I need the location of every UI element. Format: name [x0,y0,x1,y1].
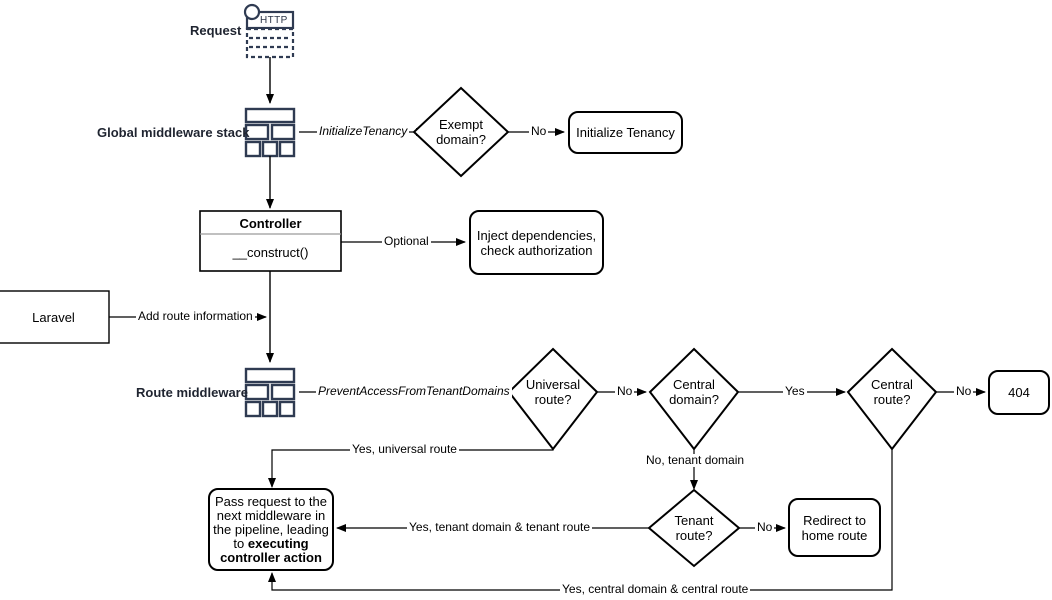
label-route-middleware: Route middleware [136,385,248,400]
redirect-home-line-2: home route [801,527,868,543]
node-controller-method: __construct() [232,245,309,260]
pass-request-line-5-bold: controller action [220,549,322,565]
edge-label-universal-no: No [615,384,635,398]
inject-dependencies-line-1: Inject dependencies, [476,227,597,243]
central-route-line-1: Central [871,377,913,392]
node-404 [988,370,1050,415]
redirect-home-line-1: Redirect to [803,512,866,528]
decision-tenant-route-label: Tenant route? [650,508,738,548]
decision-tenant-route [647,488,741,568]
exempt-domain-line-2: domain? [436,132,486,147]
universal-route-line-2: route? [534,392,572,407]
edge-label-yes-tenant-domain-tenant-route: Yes, tenant domain & tenant route [407,520,593,534]
node-inject-dependencies [469,210,604,275]
central-domain-line-2: domain? [669,392,719,407]
node-pass-request-label: Pass request to the next middleware in t… [209,489,333,570]
node-initialize-tenancy [568,111,683,154]
edge-label-tenant-route-no: No [755,520,775,534]
pass-request-line-4: to executing [233,535,309,551]
node-pass-request [208,488,334,571]
node-controller-title: Controller [239,215,302,231]
universal-route-line-1: Universal [525,377,581,392]
edge-label-central-route-no: No [954,384,974,398]
inject-dependencies-line-2: check authorization [480,242,593,258]
tenant-route-line-2: route? [675,528,713,543]
edge-label-add-route-information: Add route information [136,309,255,323]
edge-label-yes-universal-route: Yes, universal route [350,442,459,456]
node-redirect-home-label: Redirect to home route [789,499,880,556]
pass-request-line-1: Pass request to the [214,493,327,509]
node-laravel [0,290,110,344]
edge-label-yes-central-domain-central-route: Yes, central domain & central route [560,582,751,596]
pass-request-line-4-bold: executing [247,535,309,551]
node-redirect-home-route [788,498,881,557]
edge-label-exempt-no: No [529,124,549,138]
decision-exempt-domain-label: Exempt domain? [414,112,508,152]
exempt-domain-line-1: Exempt [438,117,484,132]
edge-label-prevent-access: PreventAccessFromTenantDomains [316,384,512,398]
decision-central-domain-label: Central domain? [650,372,738,412]
node-initialize-tenancy-label: Initialize Tenancy [576,125,675,140]
central-route-line-2: route? [873,392,911,407]
pass-request-line-3: the pipeline, leading [213,521,329,537]
label-request: Request [190,23,242,38]
central-domain-line-1: Central [673,377,715,392]
decision-central-route-label: Central route? [848,372,936,412]
pass-request-line-2: next middleware in [216,507,326,523]
node-404-label: 404 [1008,385,1030,400]
decision-exempt-domain [412,86,510,178]
http-icon-label: HTTP [260,15,288,26]
edge-label-optional: Optional [382,234,431,248]
edge-label-no-tenant-domain: No, tenant domain [644,453,747,467]
http-request-icon [243,3,295,59]
tenant-route-line-1: Tenant [674,513,714,528]
edge-label-central-domain-yes: Yes [783,384,807,398]
middleware-stack-icon-global [244,107,296,158]
middleware-stack-icon-route [244,367,296,418]
node-inject-dependencies-label: Inject dependencies, check authorization [470,211,603,274]
decision-universal-route-label: Universal route? [509,372,597,412]
edge-label-initialize-tenancy: InitializeTenancy [317,124,410,138]
node-laravel-label: Laravel [32,309,75,325]
pass-request-line-4-prefix: to [233,535,248,551]
label-global-middleware-stack: Global middleware stack [97,125,250,140]
